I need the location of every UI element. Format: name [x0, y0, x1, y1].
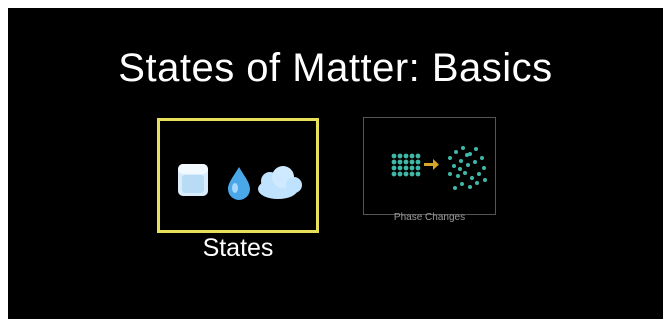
phase-changes-card-label: Phase Changes: [393, 212, 466, 223]
ice-cube-icon: [178, 164, 208, 196]
states-icons: [178, 164, 302, 200]
slide-stage: States of Matter: Basics States: [8, 8, 663, 319]
gas-particles-icon: [448, 146, 487, 190]
cloud-icon: [258, 166, 302, 199]
water-drop-icon: [228, 167, 250, 200]
arrow-right-icon: [424, 159, 439, 170]
phase-changes-icons: [391, 146, 487, 190]
states-card-label: States: [202, 234, 274, 262]
solid-lattice-icon: [391, 153, 421, 177]
slide-title: States of Matter: Basics: [118, 46, 553, 90]
phase-changes-card[interactable]: [363, 117, 496, 215]
states-card[interactable]: [157, 118, 319, 233]
